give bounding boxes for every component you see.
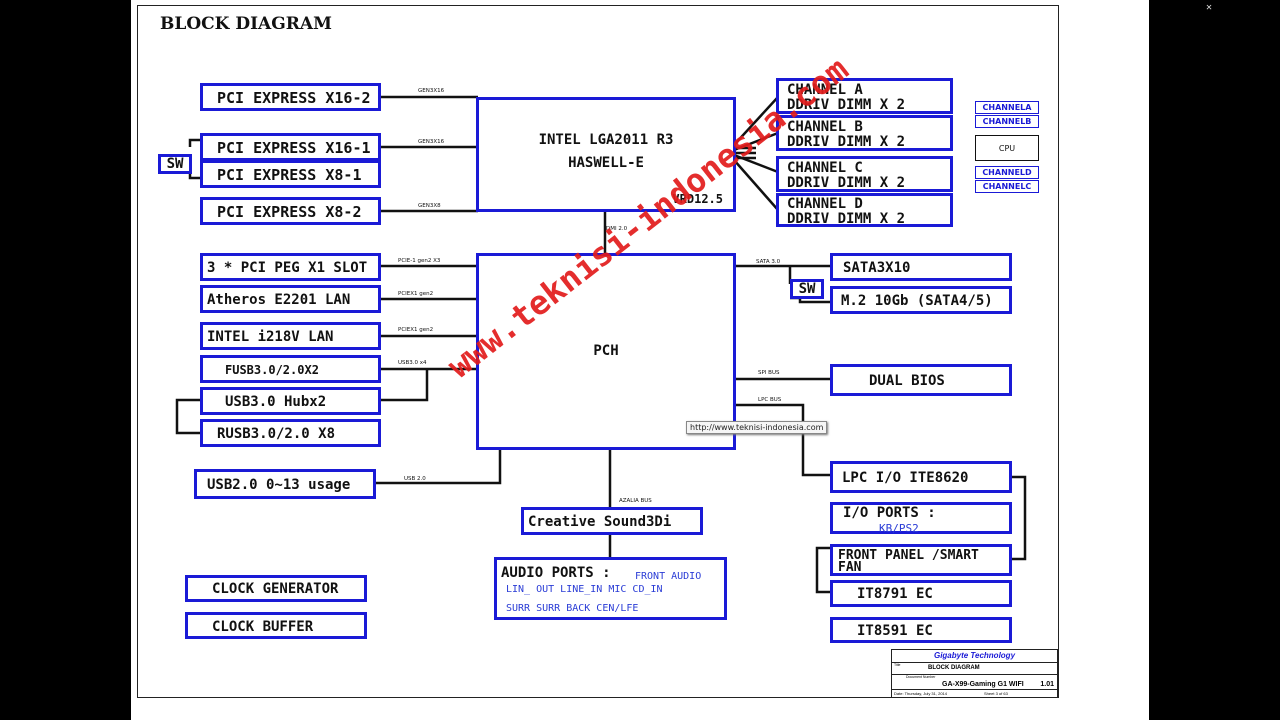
audio-ports-box: AUDIO PORTS : FRONT AUDIO LIN_ OUT LINE_…	[494, 557, 727, 620]
title-block-date: Date: Thursday, July 31, 2014	[894, 691, 947, 696]
bus-label-pcie-gen2x3: PCIE-1 gen2 X3	[398, 258, 441, 264]
io-ports-kb: KB/PS2	[879, 522, 919, 535]
pci-peg-x1-box: 3 * PCI PEG X1 SLOT	[200, 253, 381, 281]
bus-label-usb3x4: USB3.0 x4	[398, 360, 427, 366]
io-ports-title: I/O PORTS :	[843, 505, 936, 521]
legend-channela: CHANNELA	[975, 101, 1039, 114]
channel-b-title: CHANNEL B	[787, 119, 863, 135]
title-block-title: BLOCK DIAGRAM	[928, 665, 980, 671]
channel-b-dimm: DDRIV DIMM X 2	[787, 134, 906, 150]
sata-switch-box: SW	[790, 279, 824, 299]
title-block-rev: 1.01	[1040, 681, 1054, 688]
bus-label-lpc: LPC BUS	[758, 397, 782, 403]
channel-c-title: CHANNEL C	[787, 160, 863, 176]
channel-c-box: CHANNEL C DDRIV DIMM X 2	[776, 156, 953, 192]
bus-label-dmi: DMI 2.0	[606, 226, 628, 232]
clock-generator-box: CLOCK GENERATOR	[185, 575, 367, 602]
bus-label-azalia: AZALIA BUS	[619, 498, 652, 504]
intel-lan-box: INTEL i218V LAN	[200, 322, 381, 350]
sheet-frame	[137, 5, 1059, 698]
title-block-docnum-tag: Document Number	[906, 675, 936, 679]
audio-codec-box: Creative Sound3Di	[521, 507, 703, 535]
channel-d-box: CHANNEL D DDRIV DIMM X 2	[776, 193, 953, 227]
legend-cpu: CPU	[975, 135, 1039, 161]
title-block-title-row: Title BLOCK DIAGRAM	[892, 662, 1057, 674]
front-usb-box: FUSB3.0/2.0X2	[200, 355, 381, 383]
front-panel-box: FRONT PANEL /SMART FAN	[830, 544, 1012, 576]
dual-bios-box: DUAL BIOS	[830, 364, 1012, 396]
usb2-box: USB2.0 0~13 usage	[194, 469, 376, 499]
bus-label-pciex1b: PCIEX1 gen2	[398, 327, 434, 333]
audio-ports-title: AUDIO PORTS :	[501, 565, 611, 581]
audio-row1: LIN_ OUT LINE_IN MIC CD_IN	[506, 584, 663, 595]
bus-label-usb2: USB 2.0	[404, 476, 426, 482]
title-block-docnum: GA-X99-Gaming G1 WIFI	[942, 681, 1024, 688]
cpu-vrd: VRD12.5	[672, 192, 723, 206]
channel-a-title: CHANNEL A	[787, 82, 863, 98]
pcie-x16-2-box: PCI EXPRESS X16-2	[200, 83, 381, 111]
channel-a-dimm: DDRIV DIMM X 2	[787, 97, 906, 113]
pcie-x16-1-box: PCI EXPRESS X16-1	[200, 133, 381, 161]
io-ports-box: I/O PORTS : KB/PS2	[830, 502, 1012, 535]
bus-label-spi: SPI BUS	[758, 370, 780, 376]
cpu-family: HASWELL-E	[568, 155, 644, 171]
pcie-switch-box: SW	[158, 154, 192, 174]
bus-label-gen3x8: GEN3X8	[418, 203, 441, 209]
bus-label-gen3x16b: GEN3X16	[418, 139, 445, 145]
channel-d-title: CHANNEL D	[787, 196, 863, 212]
cpu-block: INTEL LGA2011 R3 HASWELL-E VRD12.5	[476, 97, 736, 212]
channel-d-dimm: DDRIV DIMM X 2	[787, 211, 906, 227]
m2-box: M.2 10Gb (SATA4/5)	[830, 286, 1012, 314]
it8791-ec-box: IT8791 EC	[830, 580, 1012, 607]
page-title: BLOCK DIAGRAM	[160, 14, 332, 34]
fullscreen-exit-icon[interactable]: ✕	[1206, 2, 1213, 13]
pch-block: PCH	[476, 253, 736, 450]
title-block-title-tag: Title	[894, 663, 901, 667]
title-block-doc-row: Document Number GA-X99-Gaming G1 WIFI 1.…	[892, 674, 1057, 689]
title-block: Gigabyte Technology Title BLOCK DIAGRAM …	[891, 649, 1058, 698]
usb3-hub-box: USB3.0 Hubx2	[200, 387, 381, 415]
legend-channelc: CHANNELC	[975, 180, 1039, 193]
channel-b-box: CHANNEL B DDRIV DIMM X 2	[776, 115, 953, 151]
sata-box: SATA3X10	[830, 253, 1012, 281]
legend-channeld: CHANNELD	[975, 166, 1039, 179]
audio-row2: SURR SURR BACK CEN/LFE	[506, 603, 639, 614]
rear-usb-box: RUSB3.0/2.0 X8	[200, 419, 381, 447]
clock-buffer-box: CLOCK BUFFER	[185, 612, 367, 639]
pcie-x8-2-box: PCI EXPRESS X8-2	[200, 197, 381, 225]
channel-c-dimm: DDRIV DIMM X 2	[787, 175, 906, 191]
title-block-sheet: Sheet 3 of 63	[984, 691, 1008, 696]
it8591-ec-box: IT8591 EC	[830, 617, 1012, 643]
link-tooltip: http://www.teknisi-indonesia.com	[686, 421, 828, 434]
pch-label: PCH	[593, 343, 619, 359]
audio-front: FRONT AUDIO	[635, 571, 702, 582]
channel-a-box: CHANNEL A DDRIV DIMM X 2	[776, 78, 953, 114]
bus-label-pciex1a: PCIEX1 gen2	[398, 291, 434, 297]
cpu-name: INTEL LGA2011 R3	[538, 132, 674, 148]
atheros-lan-box: Atheros E2201 LAN	[200, 285, 381, 313]
legend-channelb: CHANNELB	[975, 115, 1039, 128]
bus-label-sata: SATA 3.0	[756, 259, 781, 265]
bus-label-gen3x16a: GEN3X16	[418, 88, 445, 94]
lpc-io-box: LPC I/O ITE8620	[830, 461, 1012, 493]
title-block-company: Gigabyte Technology	[933, 651, 1016, 660]
title-block-date-row: Date: Thursday, July 31, 2014 Sheet 3 of…	[892, 689, 1057, 698]
pcie-x8-1-box: PCI EXPRESS X8-1	[200, 160, 381, 188]
